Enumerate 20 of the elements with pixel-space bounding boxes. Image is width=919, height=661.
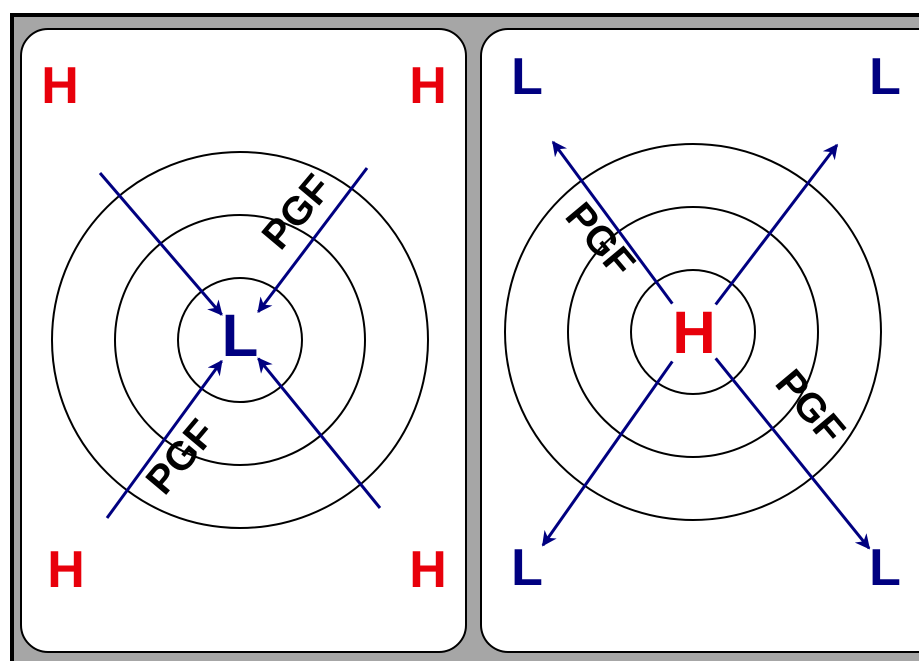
pressure-letter: H [409, 544, 447, 596]
arrow [106, 360, 223, 519]
pressure-letter: L [869, 51, 901, 103]
pressure-letter: L [511, 542, 543, 594]
pressure-letter: L [222, 306, 258, 366]
pressure-letter: H [47, 544, 85, 596]
pressure-letter: H [409, 60, 447, 112]
pressure-letter: L [511, 51, 543, 103]
arrow [542, 360, 674, 546]
pressure-letter: H [41, 60, 79, 112]
arrow [98, 172, 223, 316]
arrow [714, 357, 870, 550]
arrow [257, 167, 368, 313]
panel-card [480, 28, 919, 653]
pressure-letter: H [672, 303, 716, 363]
panel-card [20, 28, 467, 653]
arrow [714, 144, 838, 306]
arrow [552, 140, 674, 305]
pressure-letter: L [869, 542, 901, 594]
arrow [257, 357, 382, 509]
